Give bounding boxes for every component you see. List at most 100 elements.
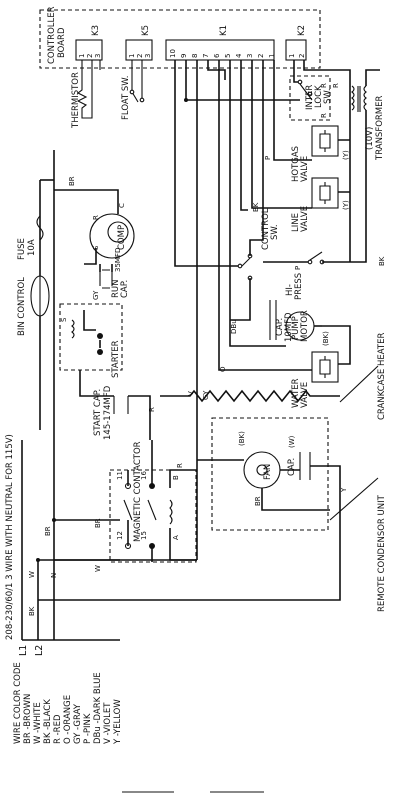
fan-label-2: CAP.	[287, 458, 297, 476]
line-valve-label-1: LINE	[291, 213, 301, 232]
terminal-r: R	[92, 215, 100, 220]
k1-pin-4: 4	[235, 53, 243, 58]
fuse-label-2: 10A	[27, 239, 37, 256]
interlock-label-1: INTER	[305, 85, 315, 110]
line-valve	[251, 132, 351, 262]
wire-bk-line: BK	[252, 202, 260, 212]
hi-press-label-2: PRESS	[294, 273, 304, 300]
k1-pin-2: 2	[257, 54, 265, 58]
legend-entry-r: R -RED	[53, 714, 63, 744]
mc-terminal-a: A	[172, 535, 180, 540]
legend-entry-v: V -VIOLET	[103, 702, 113, 744]
start-cap-label-1: START CAP.	[93, 389, 103, 436]
wire-n: N	[50, 573, 58, 578]
hotgas-label-2: VALVE	[300, 156, 310, 182]
wire-dbu: DBu	[230, 319, 238, 334]
legend-entry-dbu: DBu -DARK BLUE	[93, 672, 103, 744]
hi-press-switch	[263, 251, 350, 265]
wire-bk-pump: (BK)	[322, 331, 330, 346]
wire-r-k2c: R	[332, 83, 340, 88]
crankcase-heater	[160, 365, 379, 403]
pump-cap-label-1: CAP.	[275, 318, 285, 336]
legend-entry-y: Y -YELLOW	[113, 699, 123, 745]
k1-label: K1	[219, 25, 229, 36]
wire-w-fan: (W)	[288, 435, 296, 448]
mc-terminal-b: B	[172, 475, 180, 480]
legend-entry-w: W -WHITE	[33, 702, 43, 744]
k1-pin-8: 8	[191, 54, 199, 58]
line-l2: L2	[34, 645, 45, 656]
supply-lines	[21, 150, 120, 640]
k3-pin-3: 3	[94, 54, 102, 58]
control-switch	[174, 150, 264, 321]
mc-terminal-15: 15	[140, 531, 148, 540]
mc-terminal-12: 12	[116, 531, 124, 540]
pump-motor	[229, 300, 322, 347]
wire-w-l2: W	[28, 571, 36, 578]
hotgas-valve	[273, 125, 339, 161]
k3-pin-1: 1	[78, 54, 86, 58]
k2-pin-1: 1	[288, 54, 296, 58]
wire-y-hotgas: (Y)	[342, 150, 350, 160]
run-cap-label-1: RUN	[111, 280, 121, 299]
wire-bk-hipress: BK	[378, 256, 386, 266]
terminal-c: C	[118, 203, 126, 208]
wire-gy-runcap: GY	[92, 290, 100, 300]
magnetic-contactor	[109, 440, 197, 563]
bin-control	[30, 179, 54, 430]
header-supply: 208-230/60/1 3 WIRE WITH NEUTRAL FOR 115…	[5, 434, 15, 640]
comp-label: COMP	[117, 225, 127, 250]
run-cap-label-2: CAP.	[120, 280, 130, 298]
k1-pin-7: 7	[202, 54, 210, 58]
starter-label: STARTER	[111, 340, 121, 378]
wire-w-main: W	[94, 565, 102, 572]
terminal-s: S	[92, 245, 100, 250]
k5-pin-3: 3	[144, 54, 152, 58]
line-valve-label-2: VALVE	[300, 206, 310, 232]
interlock-label-2: LOCK	[314, 85, 324, 108]
wire-r-mc: R	[176, 463, 184, 468]
k1-pins: 10 9 8 7 6 5 4 3 2 1	[169, 49, 276, 58]
wire-v: V	[187, 391, 195, 396]
wire-bk-fan: (BK)	[238, 431, 246, 446]
bin-control-label: BIN CONTROL	[17, 277, 27, 336]
controller-board: CONTROLLER BOARD K3 1 2 3 K5 1 2 3 K1 10…	[39, 6, 321, 69]
fuse-label-1: FUSE	[17, 238, 27, 260]
wire-r-startcap: R	[148, 407, 156, 412]
transformer-label-1: (10V)	[365, 127, 375, 150]
crankcase-label: CRANKCASE HEATER	[377, 333, 387, 420]
k5-label: K5	[141, 25, 151, 36]
wire-br-l2: BR	[44, 526, 52, 536]
wire-o: O	[219, 366, 227, 372]
starter-pin-5: S	[60, 317, 68, 322]
water-valve	[218, 80, 351, 383]
k5-pin-1: 1	[128, 54, 136, 58]
k1-pin-9: 9	[180, 54, 188, 58]
fan-label-1: FAN	[263, 464, 273, 480]
transformer-label-2: TRANSFORMER	[375, 95, 385, 161]
wire-y-fan: Y	[340, 487, 348, 493]
control-sw-label-1: CONTROL	[261, 208, 271, 250]
k1-pin-3: 3	[246, 54, 254, 58]
control-sw-label-2: SW.	[270, 224, 280, 240]
compressor	[54, 189, 135, 265]
remote-condensor-label: REMOTE CONDENSOR UNIT	[377, 494, 387, 612]
water-valve-label-1: WATER	[291, 378, 301, 408]
wire-br-top: BR	[68, 176, 76, 186]
interlock-and-transformer	[289, 60, 380, 263]
k1-wires	[174, 60, 300, 560]
interlock-label-3: SW.	[323, 88, 333, 104]
wire-p-hotgas: P	[264, 156, 272, 160]
k2-label: K2	[297, 25, 307, 36]
wire-br-fan: BR	[254, 496, 262, 506]
wire-br-main: BR	[94, 518, 102, 528]
starter	[59, 303, 123, 371]
wire-gy: GY	[202, 390, 210, 400]
run-cap	[99, 264, 113, 289]
legend-title: WIRE COLOR CODE	[13, 662, 23, 744]
wire-bk-l1: BK	[28, 606, 36, 616]
k1-pin-1: 1	[268, 54, 276, 58]
remote-condensor	[197, 417, 379, 531]
k3-pin-2: 2	[86, 54, 94, 58]
mc-terminal-16: 16	[140, 471, 148, 480]
